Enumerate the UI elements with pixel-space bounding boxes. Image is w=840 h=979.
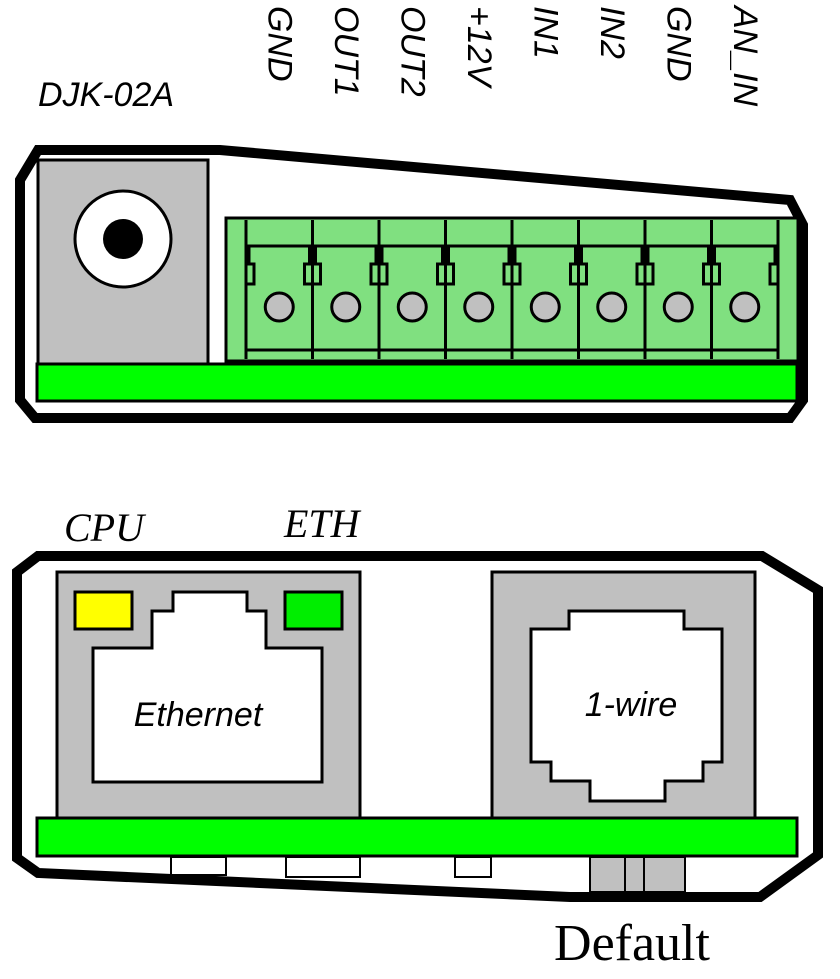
- eth-led-label: ETH: [283, 501, 362, 546]
- ethernet-port-socket: [91, 590, 324, 784]
- terminal-screw-icon: [396, 291, 428, 323]
- terminal-screw-icon: [729, 291, 761, 323]
- pin-labels: GND OUT1 OUT2 +12V IN1 IN2 GND AN_IN: [260, 4, 764, 107]
- pin-label: GND: [260, 6, 298, 82]
- ethernet-port: Ethernet: [55, 570, 362, 824]
- terminal-clamp: [645, 244, 712, 286]
- pin-label: IN2: [593, 6, 631, 59]
- terminal-screw-icon: [529, 291, 561, 323]
- terminal-screw-icon: [463, 291, 495, 323]
- top-enclosure-outline: [15, 145, 808, 423]
- pin-label: IN1: [526, 6, 564, 59]
- terminal-cell: [311, 220, 379, 359]
- eth-led: [283, 590, 344, 631]
- onewire-port-label: 1-wire: [585, 686, 678, 724]
- default-button-body[interactable]: [589, 856, 686, 893]
- model-label: DJK-02A: [38, 76, 174, 114]
- bottom-pcb-strip: [35, 816, 799, 858]
- top-pcb-strip: [35, 362, 799, 403]
- terminal-clamp: [246, 244, 313, 286]
- terminal-screw-icon: [263, 291, 295, 323]
- onewire-port-socket: [529, 609, 724, 803]
- terminal-screw-icon: [596, 291, 628, 323]
- default-button-label: Default: [554, 915, 710, 972]
- terminal-block: [224, 216, 800, 363]
- pin-label: AN_IN: [726, 4, 764, 107]
- bottom-panel: CPU ETH Ethernet 1-wire: [12, 501, 823, 972]
- default-button[interactable]: [589, 856, 686, 893]
- terminal-cell: [510, 220, 579, 359]
- cpu-led: [73, 590, 134, 631]
- pin-label: OUT1: [327, 6, 365, 97]
- terminal-cell: [577, 220, 645, 359]
- ethernet-port-label: Ethernet: [134, 696, 264, 734]
- terminal-clamp: [312, 244, 379, 286]
- terminal-clamp: [578, 244, 645, 286]
- smd-component: [285, 856, 361, 878]
- cpu-led-label: CPU: [64, 505, 147, 550]
- smd-component: [170, 856, 227, 876]
- onewire-port: 1-wire: [490, 570, 757, 824]
- terminal-cell: [244, 220, 313, 359]
- pin-label: GND: [659, 6, 697, 82]
- bottom-enclosure-outline: [12, 551, 823, 902]
- terminal-cells: [244, 220, 780, 359]
- power-jack: [36, 158, 210, 366]
- terminal-cell: [710, 220, 778, 359]
- smd-component: [454, 856, 492, 878]
- terminal-cell: [643, 220, 712, 359]
- terminal-cell: [444, 220, 512, 359]
- pin-label: +12V: [460, 6, 498, 90]
- terminal-clamp: [711, 244, 778, 286]
- power-jack-pin: [103, 219, 143, 259]
- terminal-clamp: [445, 244, 512, 286]
- top-panel: DJK-02A GND OUT1 OUT2 +12V IN1 IN2 GND AN_IN: [15, 4, 808, 423]
- pin-label: OUT2: [393, 6, 431, 97]
- terminal-cell: [377, 220, 446, 359]
- terminal-screw-icon: [662, 291, 694, 323]
- terminal-clamp: [512, 244, 579, 286]
- terminal-screw-icon: [330, 291, 362, 323]
- terminal-clamp: [379, 244, 446, 286]
